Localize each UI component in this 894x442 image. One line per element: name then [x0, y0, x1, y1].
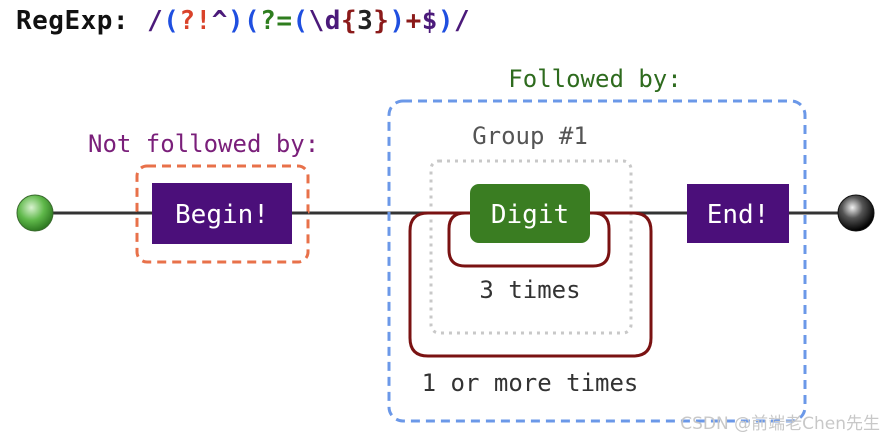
regexp-token: {	[340, 6, 358, 36]
digit-node-box	[470, 184, 590, 243]
regexp-expression: /(?!^)(?=(\d{3})+$)/	[147, 6, 470, 36]
not-followed-by-label: Not followed by:	[88, 130, 319, 158]
repeat-inner-label: 3 times	[479, 276, 580, 304]
regexp-token: ^	[211, 6, 228, 36]
end-node	[837, 194, 875, 232]
end-label: End!	[707, 200, 770, 230]
regexp-token: )	[227, 6, 245, 36]
followed-by-label: Followed by:	[508, 65, 681, 93]
regexp-token: )	[389, 6, 406, 36]
digit-label: Digit	[491, 200, 569, 230]
regexp-token: +	[405, 6, 422, 36]
watermark: CSDN @前端老Chen先生	[680, 414, 880, 434]
positive-lookahead-box	[387, 99, 807, 423]
regexp-token: /	[147, 6, 164, 36]
group-1-box	[429, 159, 633, 335]
regexp-token: $	[421, 6, 438, 36]
regexp-token: ?!	[179, 6, 212, 36]
repeat-outer-label: 1 or more times	[422, 369, 639, 397]
begin-node-box	[152, 183, 292, 244]
repeat-loop-inner	[447, 211, 611, 268]
regexp-token: (	[292, 6, 309, 36]
regexp-token: (	[244, 6, 261, 36]
regexp-title: RegExp:	[16, 6, 130, 36]
regexp-token: \d	[308, 6, 341, 36]
regexp-header: RegExp:/(?!^)(?=(\d{3})+$)/	[16, 6, 470, 46]
begin-label: Begin!	[175, 200, 269, 230]
repeat-loop-outer	[408, 211, 653, 358]
group-label: Group #1	[472, 122, 588, 150]
regexp-token: }	[373, 6, 390, 36]
regexp-token: (	[163, 6, 180, 36]
regexp-token: 3	[357, 6, 374, 36]
regexp-token: /	[454, 6, 471, 36]
regexp-token: ?=	[260, 6, 293, 36]
regexp-token: )	[437, 6, 455, 36]
start-node	[16, 194, 54, 232]
end-node-box	[687, 184, 789, 243]
